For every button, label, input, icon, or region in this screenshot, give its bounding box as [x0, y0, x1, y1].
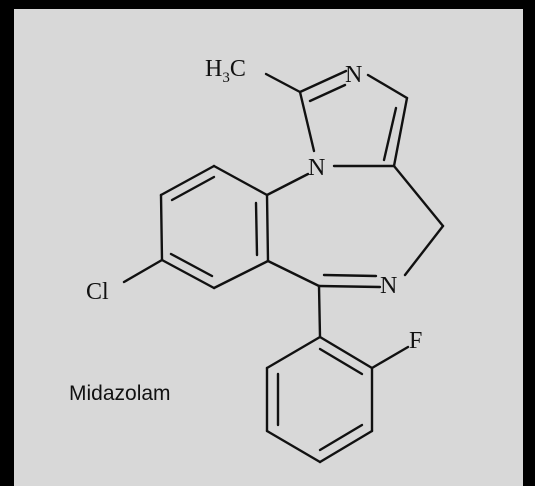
bond-fp-1 — [318, 335, 374, 370]
bond-ch2-n — [403, 224, 445, 277]
bond-c2-n3-outer — [298, 69, 348, 94]
bond-c2-n3-inner — [308, 83, 347, 103]
bond-c4-c5-inner — [382, 106, 398, 162]
bond-f — [370, 345, 410, 370]
bond-bz-6 — [212, 164, 269, 197]
bonds — [122, 69, 445, 464]
atom-labels: H3C N N N Cl F — [86, 56, 422, 354]
bond-fp-3 — [318, 429, 374, 464]
atom-f: F — [409, 328, 422, 354]
bond-bz-2 — [212, 259, 270, 290]
bond-bz-4 — [159, 193, 164, 262]
molecule-name: Midazolam — [69, 382, 171, 405]
bond-bz-5 — [159, 164, 216, 197]
bond-c5-ch2 — [392, 164, 445, 228]
bond-bz-1 — [265, 193, 270, 263]
bond-methyl — [264, 72, 302, 94]
atom-cl: Cl — [86, 279, 109, 305]
bond-fp-1-inner — [318, 347, 364, 376]
bond-fp-4 — [265, 429, 322, 464]
bond-bz-1-inner — [254, 201, 259, 257]
bond-imine-outer — [317, 284, 382, 289]
bond-bz-3-inner — [169, 252, 214, 278]
bond-n1-c2 — [298, 90, 316, 153]
bond-fp-3-inner — [318, 423, 364, 452]
bond-imine-inner — [322, 273, 378, 278]
bond-bz-3 — [160, 258, 216, 290]
bond-fp-6 — [265, 335, 322, 370]
atom-n-diazepine: N — [380, 273, 397, 299]
atom-n-imidazole-top: N — [345, 62, 362, 88]
bond-bz-5-inner — [170, 175, 216, 202]
bond-bz-imine-c — [266, 259, 321, 288]
bond-n3-c4 — [366, 73, 409, 100]
bond-c4-c5-outer — [392, 96, 409, 168]
atom-n-bridge: N — [308, 155, 325, 181]
bond-cl — [122, 258, 164, 284]
atom-methyl: H3C — [205, 56, 246, 86]
bond-c-aryl — [317, 284, 322, 339]
bond-n1-benzo — [265, 172, 310, 197]
